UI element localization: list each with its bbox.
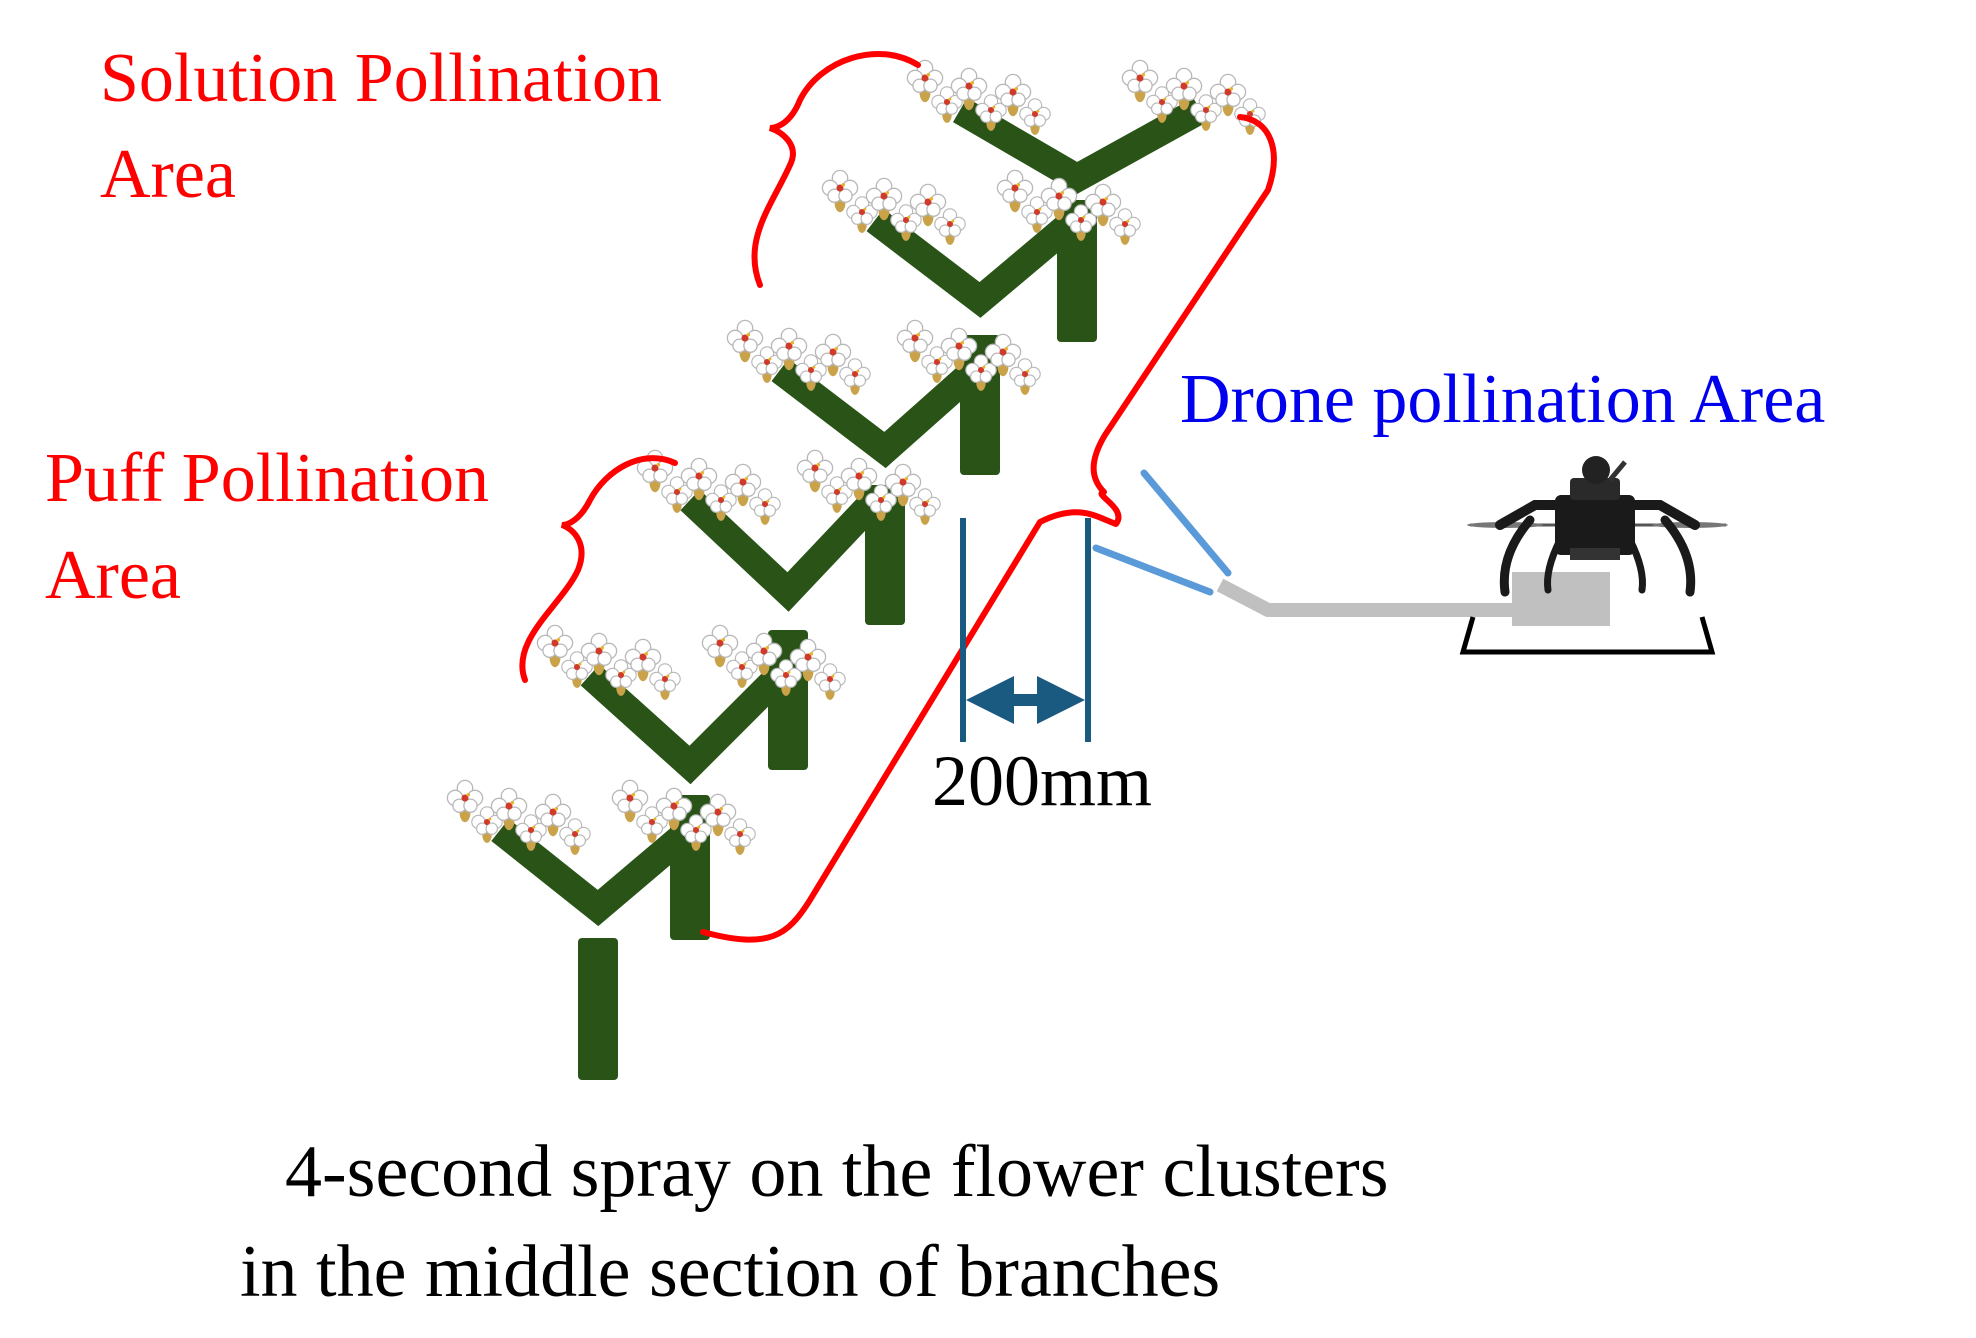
distance-label: 200mm <box>932 741 1153 821</box>
caption-line1: 4-second spray on the flower clusters <box>285 1131 1389 1213</box>
nozzle-spray-line-upper <box>1140 469 1232 577</box>
branch-trunk-6 <box>578 938 618 1080</box>
quadcopter-drone-icon <box>1467 456 1728 597</box>
dimension-arrowhead-right <box>1037 676 1085 724</box>
plant-branches <box>446 59 1266 1080</box>
branch-fork-6 <box>491 819 700 927</box>
puff-area-label-line2: Area <box>45 537 182 614</box>
branch-fork-1 <box>952 97 1207 195</box>
solution-area-brace <box>751 50 921 288</box>
solution-area-label-line2: Area <box>100 136 237 213</box>
spray-tube <box>1216 578 1512 617</box>
branch-fork-4 <box>680 489 886 612</box>
pollen-tank <box>1512 572 1610 626</box>
branch-fork-5 <box>580 664 790 785</box>
dimension-arrowhead-left <box>966 676 1014 724</box>
drone-area-label: Drone pollination Area <box>1180 361 1826 438</box>
caption-line2: in the middle section of branches <box>240 1231 1221 1313</box>
puff-area-brace <box>519 455 678 683</box>
branch-fork-2 <box>866 208 1085 318</box>
drone-platform-bracket <box>1459 616 1716 655</box>
drone-area-brace <box>700 114 1277 943</box>
solution-area-label-line1: Solution Pollination <box>100 40 663 117</box>
nozzle-spray-line-lower <box>1092 544 1214 596</box>
puff-area-label-line1: Puff Pollination <box>45 440 490 517</box>
branch-fork-3 <box>771 358 985 469</box>
